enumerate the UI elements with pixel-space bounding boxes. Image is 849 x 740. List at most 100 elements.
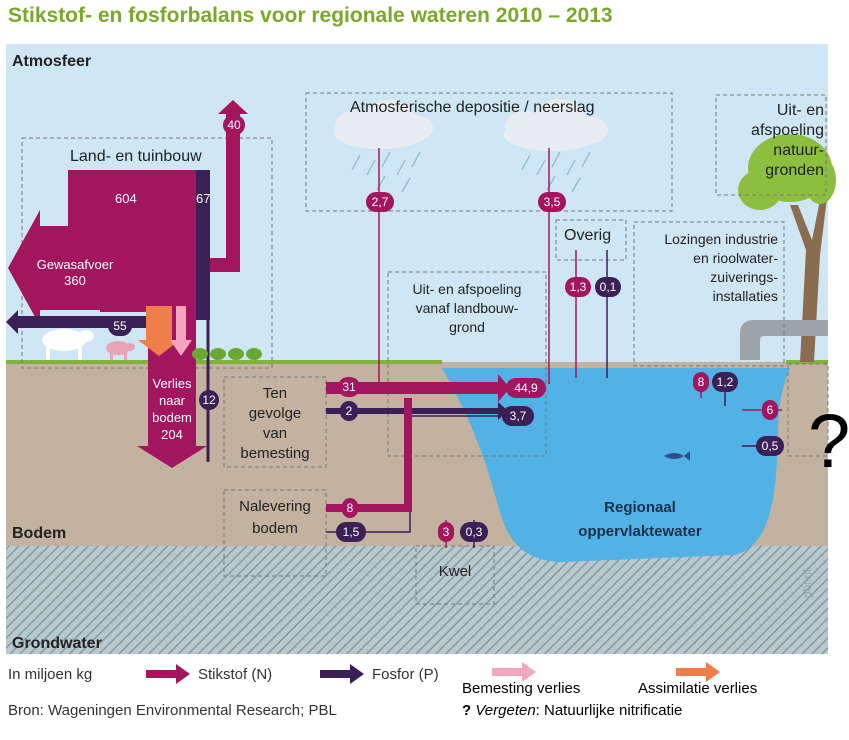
label-landbouw-line1: Uit- en afspoeling xyxy=(412,281,522,297)
legend-vergeten: ? Vergeten: Natuurlijke nitrificatie xyxy=(462,702,682,719)
label-lozingen: Lozingen industrie en rioolwater- zuiver… xyxy=(636,230,778,306)
label-ten-gevolge-line2: gevolge xyxy=(248,405,302,422)
badge-p-gewas: 55 xyxy=(108,316,132,336)
verlies-line1: Verlies xyxy=(152,376,192,391)
label-natuur-line4: gronden xyxy=(765,162,824,179)
diagram-scene xyxy=(6,44,836,654)
legend-assimilatie-verlies: Assimilatie verlies xyxy=(638,680,758,697)
crops xyxy=(192,348,262,360)
label-nalevering-line2: bodem xyxy=(252,520,298,537)
label-lozingen-line4: installaties xyxy=(712,288,778,304)
badge-n-kwel: 3 xyxy=(438,522,454,542)
groundwater-area xyxy=(6,546,828,654)
gewasafvoer-text: Gewasafvoer xyxy=(36,257,114,272)
legend-stikstof: Stikstof (N) xyxy=(198,666,273,683)
label-regionaal-line1: Regionaal xyxy=(604,499,676,516)
flow-p-land xyxy=(196,170,210,320)
diagram-title: Stikstof- en fosforbalans voor regionale… xyxy=(8,4,613,27)
pbl-watermark: pbl.nl xyxy=(800,569,814,598)
label-overig: Overig xyxy=(564,227,612,244)
box-nalevering xyxy=(223,489,327,577)
legend-fosfor-arrow xyxy=(320,664,364,684)
value-n-land: 604 xyxy=(115,191,137,206)
legend-bron: Bron: Wageningen Environmental Research;… xyxy=(8,702,337,719)
badge-p-bodem: 12 xyxy=(199,390,219,410)
label-land-tuinbouw: Land- en tuinbouw xyxy=(70,148,202,165)
badge-n-nalevering: 8 xyxy=(342,498,358,518)
legend-vergeten-word: Vergeten xyxy=(475,702,536,719)
badge-p-kwel: 0,3 xyxy=(460,522,488,542)
box-right-soil xyxy=(787,363,829,457)
badge-n-natuur: 6 xyxy=(762,400,778,420)
legend-assimilatie-verlies-arrow xyxy=(676,662,720,682)
badge-p-overig: 0,1 xyxy=(595,277,621,297)
label-lozingen-line1: Lozingen industrie xyxy=(664,231,778,247)
box-landbouw xyxy=(387,271,547,457)
layer-label-atmosfeer: Atmosfeer xyxy=(12,53,92,70)
layer-label-bodem: Bodem xyxy=(12,525,67,542)
value-p-land: 67 xyxy=(196,191,211,206)
badge-n-bemesting: 31 xyxy=(338,377,360,397)
legend-stikstof-arrow xyxy=(146,664,190,684)
label-landbouw-line2: vanaf landbouw- xyxy=(415,300,519,316)
verlies-value: 204 xyxy=(161,427,183,442)
flow-n-land-block xyxy=(68,170,198,228)
label-lozingen-line3: zuiverings- xyxy=(710,269,778,285)
fish xyxy=(664,451,690,461)
box-atm-depositie xyxy=(305,92,673,212)
legend-vergeten-q: ? xyxy=(462,702,472,719)
badge-p-totaal: 3,7 xyxy=(502,406,534,426)
label-kwel: Kwel xyxy=(438,563,472,580)
cow xyxy=(42,329,94,360)
label-ten-gevolge-line1: Ten xyxy=(262,385,288,402)
label-natuur-line2: afspoeling xyxy=(751,122,824,139)
legend-vergeten-rest: : Natuurlijke nitrificatie xyxy=(535,702,683,719)
legend-fosfor: Fosfor (P) xyxy=(372,666,439,683)
verlies-line2: naar xyxy=(158,393,186,408)
badge-n-lozing: 8 xyxy=(693,372,709,392)
label-lozingen-line2: en rioolwater- xyxy=(693,250,778,266)
tree xyxy=(738,134,836,362)
label-natuur: Uit- en afspoeling natuur- gronden xyxy=(720,101,824,181)
badge-p-nalevering: 1,5 xyxy=(336,522,366,542)
badge-p-natuur: 0,5 xyxy=(756,436,784,456)
flow-n-atmosfeer xyxy=(198,100,248,272)
legend-unit: In miljoen kg xyxy=(8,666,93,683)
label-ten-gevolge: Ten gevolge van bemesting xyxy=(226,384,324,464)
label-gewasafvoer: Gewasafvoer 360 xyxy=(30,257,120,289)
discharge-pipe xyxy=(740,320,828,360)
badge-n-atmosfeer: 40 xyxy=(223,115,245,135)
flow-p-bemesting xyxy=(326,402,508,420)
badge-p-bemesting: 2 xyxy=(340,401,358,421)
label-atm-depositie: Atmosferische depositie / neerslag xyxy=(350,99,595,116)
box-overig xyxy=(555,219,627,261)
gewasafvoer-value: 360 xyxy=(64,273,86,288)
badge-n-totaal: 44,9 xyxy=(506,378,546,398)
cloud-right xyxy=(504,99,608,151)
badge-p-lozing: 1,2 xyxy=(712,372,738,392)
legend-bemesting-verlies-arrow xyxy=(492,662,536,682)
label-nalevering: Nalevering bodem xyxy=(226,496,324,540)
label-regionaal-line2: oppervlaktewater xyxy=(578,523,702,540)
badge-n-depositie-left: 2,7 xyxy=(366,192,394,212)
label-verlies-bodem: Verlies naar bodem 204 xyxy=(144,375,200,443)
legend-bemesting-verlies: Bemesting verlies xyxy=(462,680,581,697)
label-regionaal: Regionaal oppervlaktewater xyxy=(550,496,730,544)
layer-label-grondwater: Grondwater xyxy=(12,635,102,652)
badge-n-overig: 1,3 xyxy=(565,277,591,297)
label-nalevering-line1: Nalevering xyxy=(239,498,311,515)
grass-strip xyxy=(6,360,442,364)
pig xyxy=(106,341,135,360)
badge-n-depositie-right: 3,5 xyxy=(538,192,566,212)
flow-n-bemesting xyxy=(326,374,510,402)
label-ten-gevolge-line3: van xyxy=(262,425,288,442)
box-ten-gevolge xyxy=(223,376,327,468)
cloud-left xyxy=(334,100,433,149)
box-kwel xyxy=(415,545,495,605)
box-land-tuinbouw xyxy=(21,137,273,369)
label-ten-gevolge-line4: bemesting xyxy=(240,445,310,462)
label-natuur-line1: Uit- en xyxy=(776,102,824,119)
label-natuur-line3: natuur- xyxy=(773,142,824,159)
verlies-line3: bodem xyxy=(152,410,192,425)
label-landbouw-line3: grond xyxy=(449,319,485,335)
